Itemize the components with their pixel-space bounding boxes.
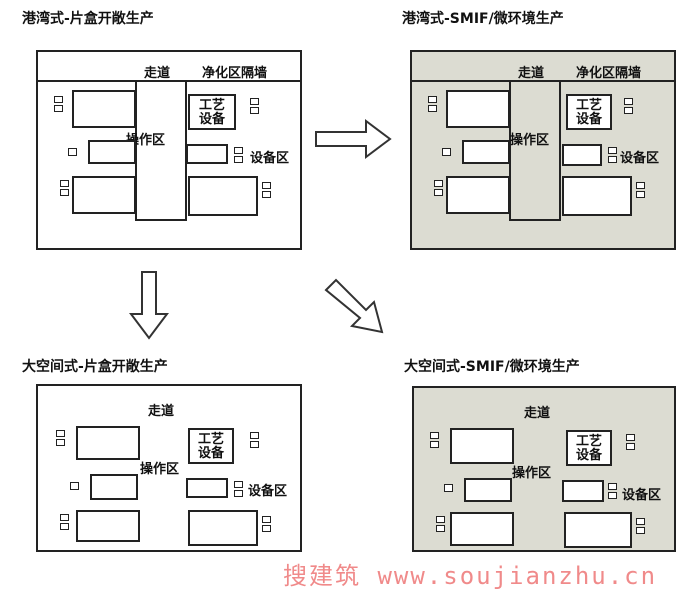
process-equipment-text-1: 工艺 — [575, 434, 602, 449]
panel-title-top-right: 港湾式-SMIF/微环境生产 — [402, 11, 564, 27]
equipment-box — [462, 140, 510, 164]
equipment-area-label: 设备区 — [248, 484, 288, 499]
corridor-label: 走道 — [524, 406, 551, 421]
double-square-icon — [436, 516, 445, 534]
double-square-icon — [624, 98, 633, 116]
double-square-icon — [434, 180, 443, 198]
equipment-box — [562, 176, 632, 216]
process-equipment-box: 工艺 设备 — [566, 430, 612, 466]
clean-wall-label: 净化区隔墙 — [202, 66, 268, 81]
process-equipment-text-2: 设备 — [575, 448, 602, 463]
equipment-box — [72, 90, 136, 128]
watermark-text: 搜建筑 www.soujianzhu.cn — [283, 562, 658, 590]
corridor-label: 走道 — [518, 66, 545, 81]
process-equipment-text-1: 工艺 — [198, 98, 225, 113]
equipment-box — [562, 480, 604, 502]
process-equipment-text-2: 设备 — [198, 112, 225, 127]
operation-area-label: 操作区 — [510, 133, 550, 148]
process-equipment-text-1: 工艺 — [575, 98, 602, 113]
panel-title-top-left: 港湾式-片盒开敞生产 — [22, 11, 154, 27]
diagram-panel-bottom-left: 走道 操作区 设备区 工艺 设备 — [36, 384, 302, 552]
equipment-box — [76, 510, 140, 542]
double-square-icon — [250, 98, 259, 116]
process-equipment-text-1: 工艺 — [197, 432, 224, 447]
equipment-box — [188, 176, 258, 216]
equipment-box — [450, 428, 514, 464]
single-square-icon — [70, 482, 79, 490]
equipment-box — [446, 90, 510, 128]
equipment-area-label: 设备区 — [622, 488, 662, 503]
single-square-icon — [444, 484, 453, 492]
double-square-icon — [250, 432, 259, 450]
process-equipment-box: 工艺 设备 — [188, 428, 234, 464]
equipment-box — [90, 474, 138, 500]
equipment-box — [188, 510, 258, 546]
double-square-icon — [60, 514, 69, 532]
hollow-arrow-icon — [315, 119, 392, 159]
bay-layout-lines — [410, 80, 676, 221]
equipment-box — [446, 176, 510, 214]
corridor-label: 走道 — [144, 66, 171, 81]
panel-title-bottom-left: 大空间式-片盒开敞生产 — [22, 359, 168, 375]
operation-area-label: 操作区 — [512, 466, 552, 481]
double-square-icon — [234, 147, 243, 165]
equipment-box — [72, 176, 136, 214]
equipment-box — [464, 478, 512, 502]
double-square-icon — [60, 180, 69, 198]
double-square-icon — [608, 147, 617, 165]
process-equipment-box: 工艺 设备 — [188, 94, 236, 130]
process-equipment-box: 工艺 设备 — [566, 94, 612, 130]
double-square-icon — [626, 434, 635, 452]
diagram-panel-bottom-right: 走道 操作区 设备区 工艺 设备 — [412, 386, 676, 552]
hollow-arrow-icon — [324, 278, 384, 334]
equipment-area-label: 设备区 — [250, 151, 290, 166]
process-equipment-text-2: 设备 — [197, 446, 224, 461]
equipment-box — [186, 478, 228, 498]
double-square-icon — [636, 182, 645, 200]
panel-title-bottom-right: 大空间式-SMIF/微环境生产 — [404, 359, 580, 375]
double-square-icon — [430, 432, 439, 450]
double-square-icon — [428, 96, 437, 114]
single-square-icon — [68, 148, 77, 156]
equipment-box — [450, 512, 514, 546]
clean-wall-label: 净化区隔墙 — [576, 66, 642, 81]
equipment-box — [562, 144, 602, 166]
equipment-box — [88, 140, 136, 164]
single-square-icon — [442, 148, 451, 156]
double-square-icon — [636, 518, 645, 536]
double-square-icon — [608, 483, 617, 501]
corridor-label: 走道 — [148, 404, 175, 419]
hollow-arrow-icon — [129, 271, 169, 340]
operation-area-label: 操作区 — [140, 462, 180, 477]
double-square-icon — [262, 516, 271, 534]
double-square-icon — [54, 96, 63, 114]
process-equipment-text-2: 设备 — [575, 112, 602, 127]
equipment-box — [76, 426, 140, 460]
double-square-icon — [56, 430, 65, 448]
equipment-area-label: 设备区 — [620, 151, 660, 166]
double-square-icon — [234, 481, 243, 499]
equipment-box — [564, 512, 632, 548]
double-square-icon — [262, 182, 271, 200]
diagram-panel-top-right: 走道 净化区隔墙 操作区 设备区 工艺 设备 — [410, 50, 676, 250]
diagram-panel-top-left: 走道 净化区隔墙 操作区 设备区 工艺 设备 — [36, 50, 302, 250]
equipment-box — [186, 144, 228, 164]
